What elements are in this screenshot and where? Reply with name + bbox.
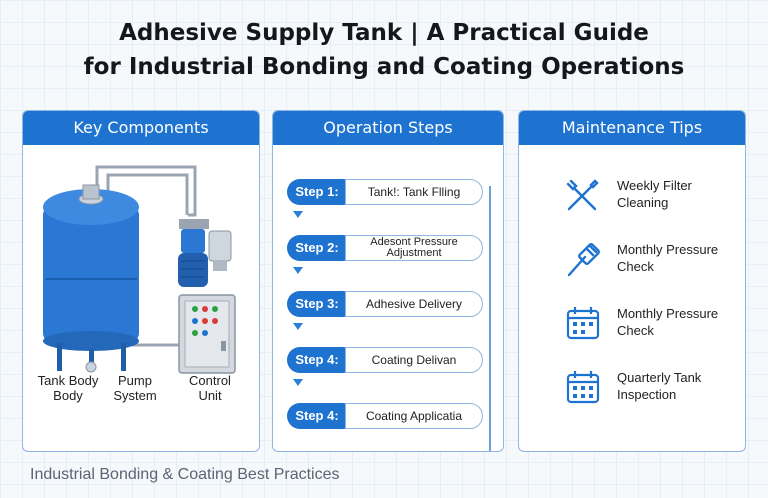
step-label: Adhesive Delivery (345, 291, 483, 317)
down-arrow-icon (293, 323, 303, 330)
maintenance-tips-panel: Maintenance Tips Weekly Filter Cleaning … (518, 110, 746, 452)
calendar-icon (566, 371, 600, 404)
down-arrow-icon (293, 211, 303, 218)
step-badge: Step 4: (287, 403, 355, 429)
step-label: Coating Applicatia (345, 403, 483, 429)
tip-item: Weekly Filter Cleaning (563, 175, 733, 215)
tip-text: Monthly Pressure Check (617, 306, 719, 338)
flow-connector (489, 186, 491, 451)
maintenance-tips-heading: Maintenance Tips (519, 111, 745, 145)
control-unit-label: Control Unit (189, 373, 231, 403)
tank-body-label: Tank Body Body (37, 373, 99, 403)
tip-item: Monthly Pressure Check (563, 239, 733, 279)
pump-unit (178, 219, 232, 287)
page-title: Adhesive Supply Tank | A Practical Guide… (0, 16, 768, 84)
operation-steps-heading: Operation Steps (273, 111, 503, 145)
down-arrow-icon (293, 379, 303, 386)
operation-steps-panel: Operation Steps Step 1: Tank!: Tank Flli… (272, 110, 504, 452)
wrench-screwdriver-icon (566, 179, 599, 211)
tank-body (43, 184, 139, 373)
tip-text: Monthly Pressure Check (617, 242, 719, 274)
tank-system-illustration (43, 165, 236, 374)
down-arrow-icon (293, 267, 303, 274)
step-badge: Step 1: (287, 179, 355, 205)
tip-text: Quarterly Tank Inspection (617, 370, 702, 402)
title-line-2: for Industrial Bonding and Coating Opera… (83, 54, 685, 80)
step-label: Adesont Pressure Adjustment (345, 235, 483, 261)
brush-icon (567, 243, 600, 277)
pump-system-label: Pump System (113, 373, 157, 403)
tip-text: Weekly Filter Cleaning (617, 178, 692, 210)
step-badge: Step 3: (287, 291, 355, 317)
footer-text: Industrial Bonding & Coating Best Practi… (30, 466, 340, 483)
key-components-heading: Key Components (23, 111, 259, 145)
step-badge: Step 4: (287, 347, 355, 373)
step-label: Coating Delivan (345, 347, 483, 373)
step-label: Tank!: Tank Flling (345, 179, 483, 205)
step-badge: Step 2: (287, 235, 355, 261)
key-components-panel: Key Components (22, 110, 260, 452)
calendar-icon (566, 307, 600, 340)
title-line-1: Adhesive Supply Tank | A Practical Guide (119, 20, 649, 46)
control-unit (178, 294, 236, 374)
tip-item: Monthly Pressure Check (563, 303, 733, 343)
tip-item: Quarterly Tank Inspection (563, 367, 733, 407)
